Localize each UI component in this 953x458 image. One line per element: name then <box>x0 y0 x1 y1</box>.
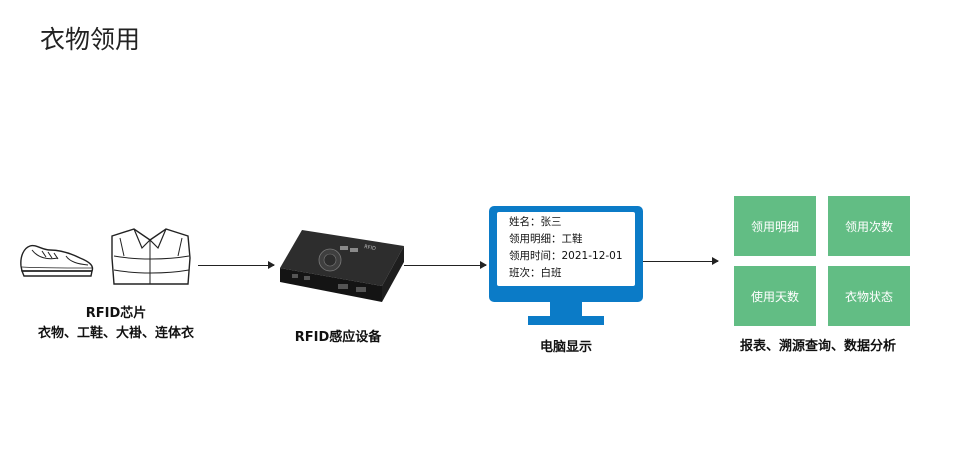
tile-usage-detail: 领用明细 <box>734 196 816 256</box>
device-brand-label: RFID <box>364 244 377 252</box>
rfid-reader-icon: RFID <box>280 230 404 302</box>
rfid-chip-items: 衣物、工鞋、大褂、连体衣 <box>37 326 194 341</box>
screen-line-shift: 班次：白班 <box>509 267 562 279</box>
analysis-caption: 报表、溯源查询、数据分析 <box>739 339 896 354</box>
screen-line-time: 领用时间：2021-12-01 <box>509 250 623 262</box>
tile-clothing-status: 衣物状态 <box>828 266 910 326</box>
device-caption: RFID感应设备 <box>294 330 382 345</box>
tile-usage-count: 领用次数 <box>828 196 910 256</box>
monitor-base <box>528 316 604 325</box>
rfid-chip-caption: RFID芯片 衣物、工鞋、大褂、连体衣 <box>26 304 206 344</box>
page-title: 衣物领用 <box>40 25 141 54</box>
rfid-chip-title: RFID芯片 <box>85 306 147 321</box>
tile-usage-days: 使用天数 <box>734 266 816 326</box>
screen-line-name: 姓名：张三 <box>509 216 562 228</box>
arrow-computer-to-analysis <box>643 257 719 265</box>
arrow-device-to-computer <box>404 261 487 269</box>
folded-clothes-icon <box>111 228 191 285</box>
shoe-icon <box>20 244 94 277</box>
arrow-chip-to-device <box>198 261 275 269</box>
screen-line-detail: 领用明细：工鞋 <box>509 233 583 245</box>
monitor-screen: 姓名：张三 领用明细：工鞋 领用时间：2021-12-01 班次：白班 <box>497 212 635 286</box>
computer-monitor: 姓名：张三 领用明细：工鞋 领用时间：2021-12-01 班次：白班 <box>489 206 643 302</box>
monitor-stand <box>550 302 582 316</box>
computer-caption: 电脑显示 <box>539 340 592 355</box>
